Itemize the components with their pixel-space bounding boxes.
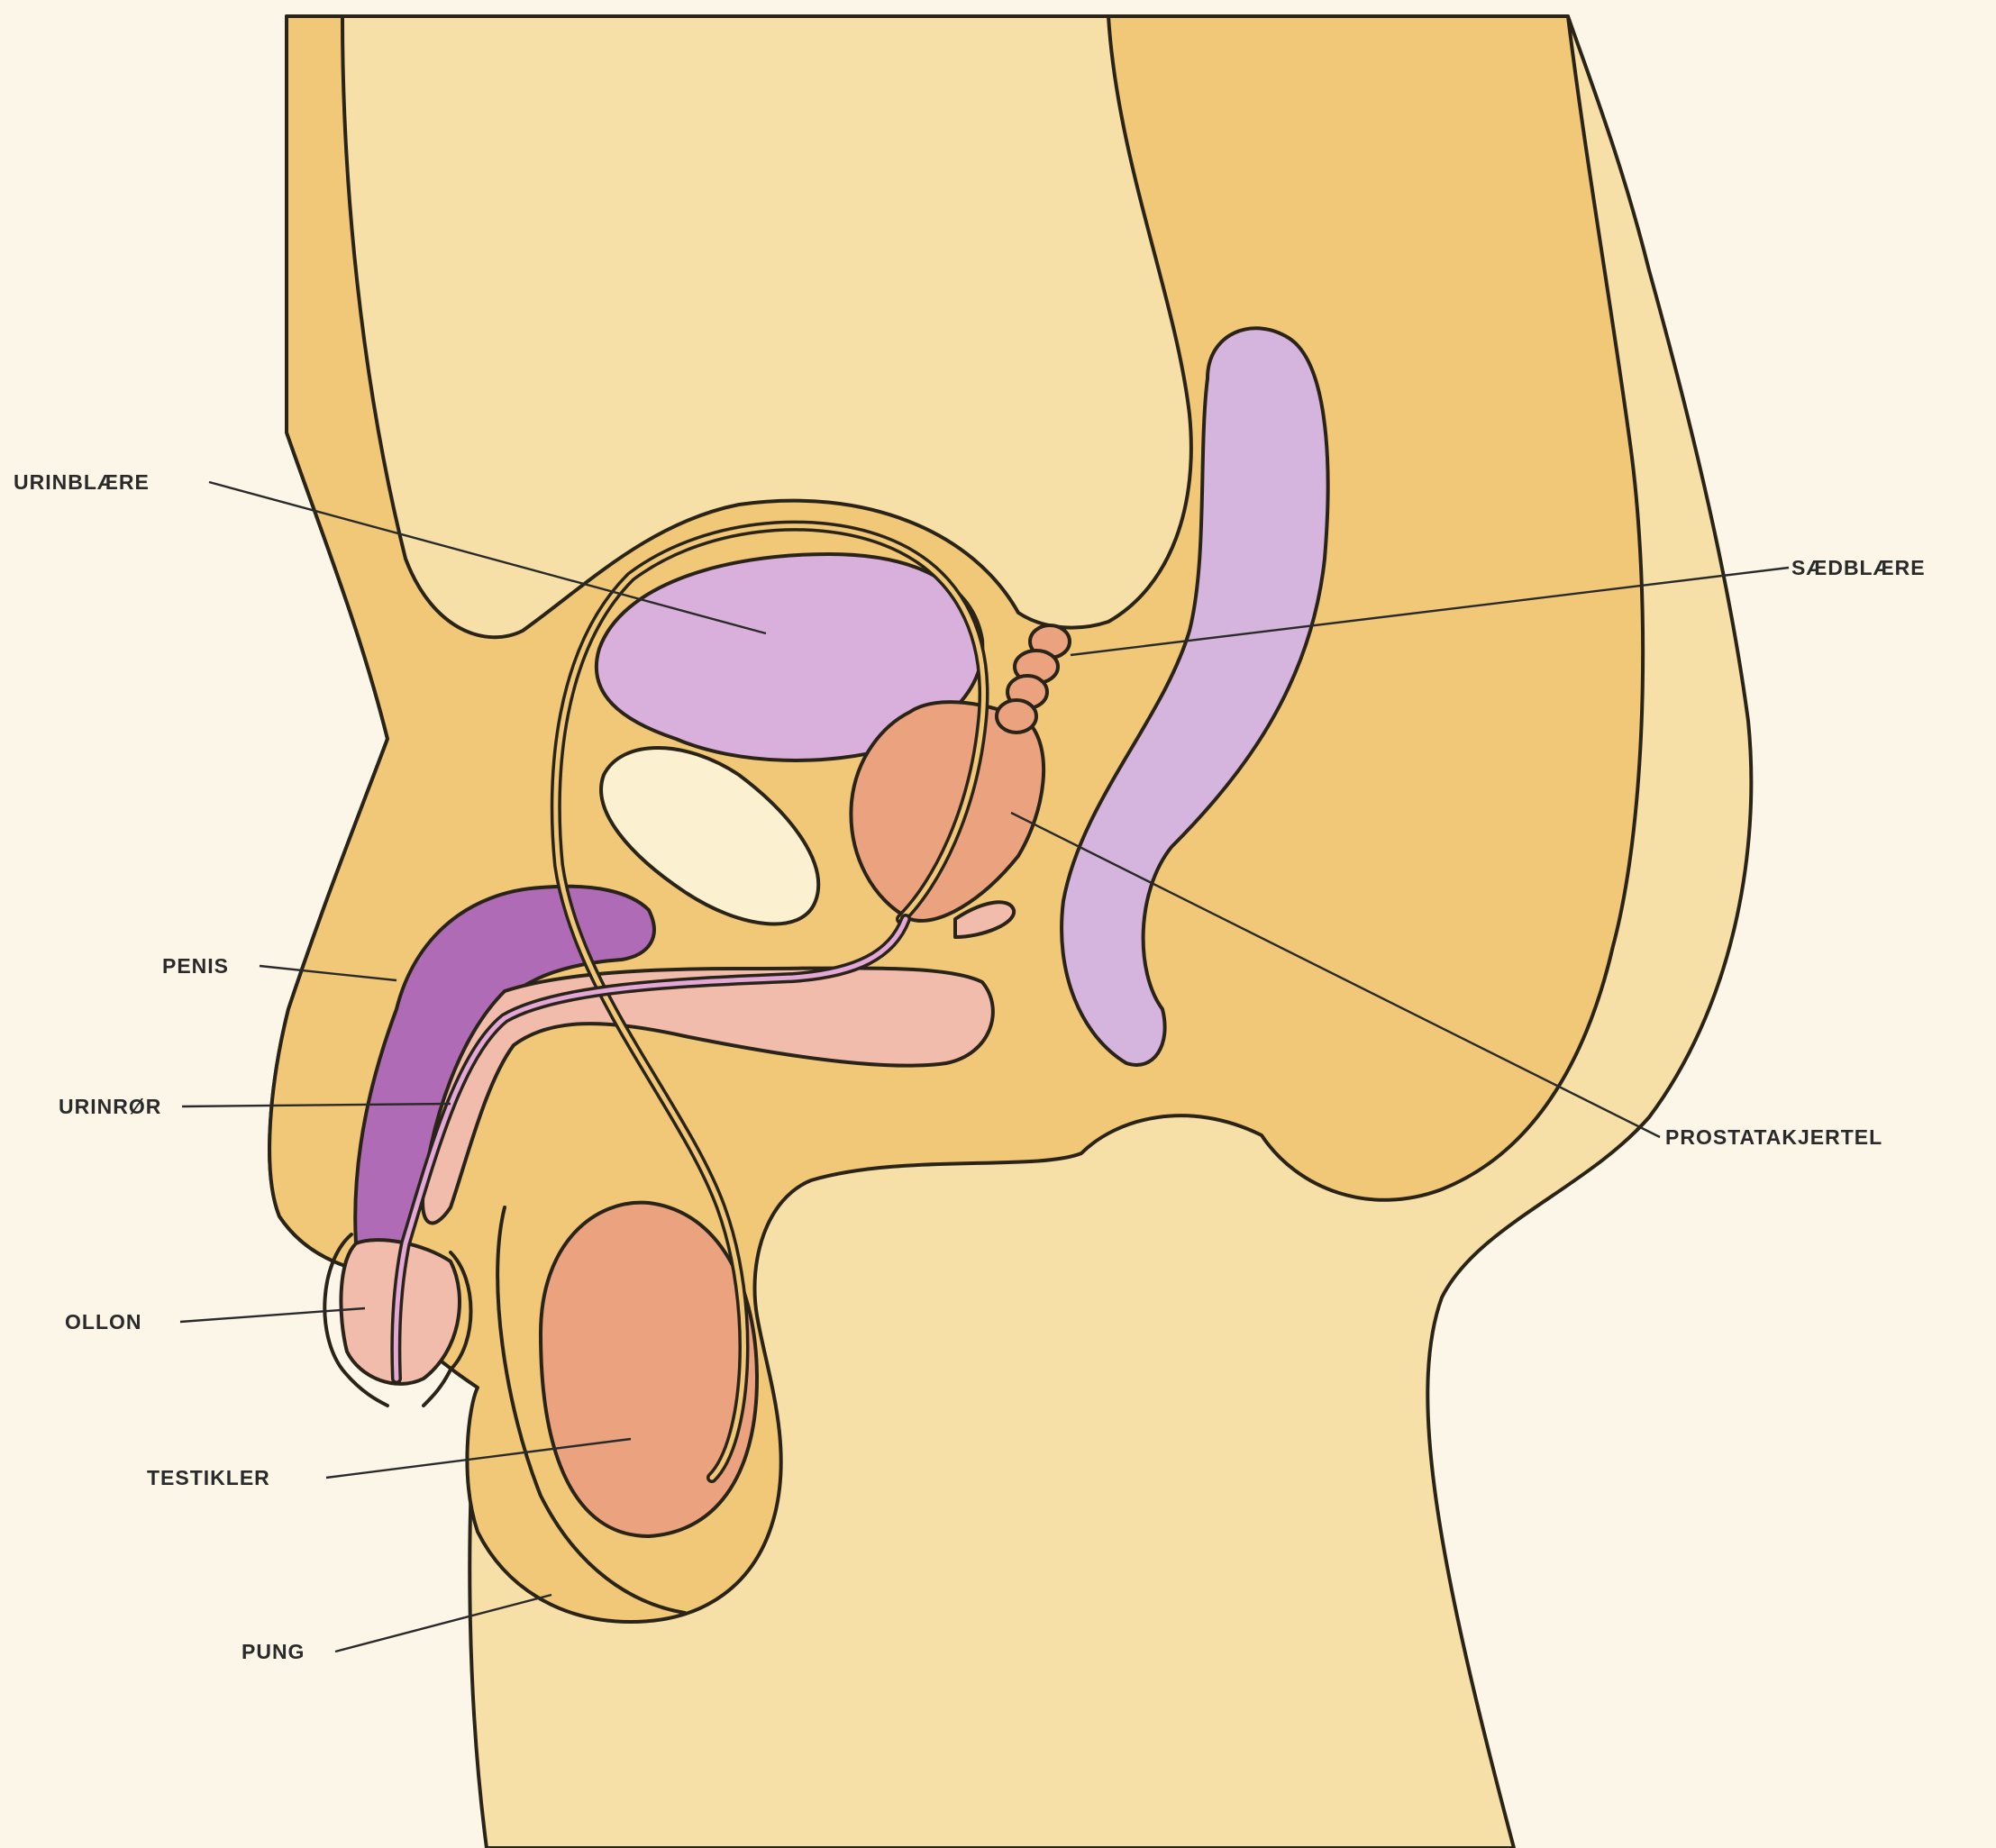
label-prostatakjertel: PROSTATAKJERTEL <box>1665 1125 1882 1149</box>
label-ollon: OLLON <box>65 1310 142 1334</box>
label-pung: PUNG <box>242 1640 305 1663</box>
label-testikler: TESTIKLER <box>147 1466 270 1489</box>
label-urinror: URINRØR <box>59 1095 161 1118</box>
label-penis: PENIS <box>162 954 229 978</box>
testicle <box>541 1203 757 1536</box>
label-urinblaere: URINBLÆRE <box>14 470 150 494</box>
label-saedblaere: SÆDBLÆRE <box>1791 556 1926 579</box>
